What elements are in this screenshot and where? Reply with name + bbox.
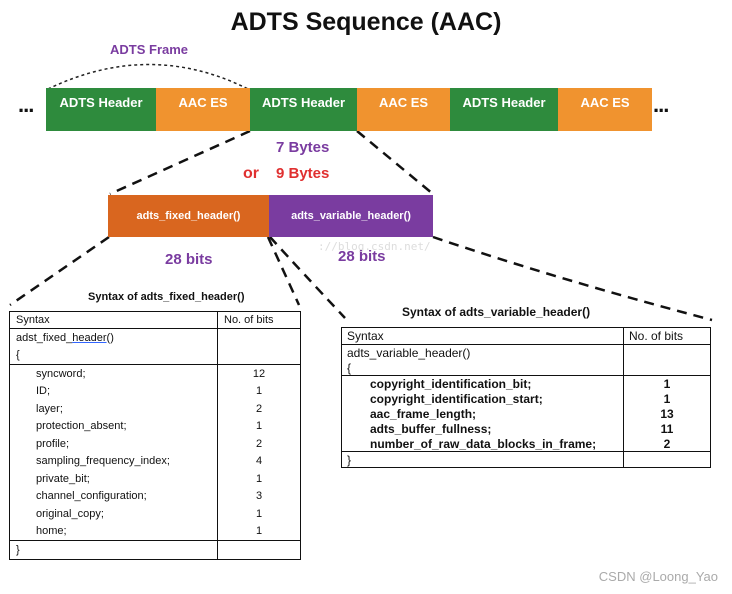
- field-bits: 2: [217, 400, 301, 418]
- table-row: protection_absent;1: [9, 417, 301, 435]
- table-row: {: [9, 346, 301, 365]
- field-bits: 12: [217, 364, 301, 383]
- field-bits: 1: [623, 375, 711, 391]
- close-brace: }: [341, 451, 624, 468]
- col-bits: No. of bits: [623, 327, 711, 345]
- diagram-title: ADTS Sequence (AAC): [230, 8, 502, 36]
- field-name: protection_absent;: [9, 417, 218, 435]
- field-name: aac_frame_length;: [341, 406, 624, 421]
- field-name: ID;: [9, 382, 218, 400]
- field-name: adts_buffer_fullness;: [341, 421, 624, 436]
- table-row: number_of_raw_data_blocks_in_frame;2: [341, 436, 711, 452]
- field-name: copyright_identification_bit;: [341, 375, 624, 391]
- ellipsis-right: ...: [653, 92, 669, 117]
- seq-adts-header: ADTS Header: [450, 88, 558, 131]
- seq-aac-es: AAC ES: [357, 88, 450, 131]
- table-row: aac_frame_length;13: [341, 406, 711, 421]
- csdn-credit: CSDN @Loong_Yao: [598, 569, 718, 584]
- table-row: copyright_identification_bit;1: [341, 375, 711, 391]
- variable-table-caption: Syntax of adts_variable_header(): [402, 305, 591, 319]
- field-bits: 2: [217, 435, 301, 453]
- fixed-line-left: [9, 235, 110, 307]
- table-row: }: [341, 451, 711, 468]
- field-name: private_bit;: [9, 470, 218, 488]
- table-row: home;1: [9, 522, 301, 541]
- field-name: number_of_raw_data_blocks_in_frame;: [341, 436, 624, 452]
- close-brace: }: [9, 540, 218, 560]
- field-bits: 3: [217, 487, 301, 505]
- field-bits: 11: [623, 421, 711, 436]
- open-brace: {: [341, 360, 624, 376]
- field-bits: 1: [217, 470, 301, 488]
- table-row: adts_variable_header(): [341, 344, 711, 360]
- variable-header-table: Syntax No. of bits adts_variable_header(…: [341, 327, 711, 468]
- size-7-bytes: 7 Bytes: [276, 139, 330, 156]
- table-row: }: [9, 540, 301, 560]
- function-link[interactable]: header: [72, 331, 107, 344]
- table-row: channel_configuration;3: [9, 487, 301, 505]
- field-bits: 2: [623, 436, 711, 452]
- table-row: {: [341, 360, 711, 376]
- fixed-line-right: [266, 236, 301, 306]
- col-syntax: Syntax: [9, 311, 218, 329]
- function-signature: adst_fixed_header(): [9, 328, 218, 347]
- fixed-table-caption: Syntax of adts_fixed_header(): [88, 291, 245, 303]
- field-name: home;: [9, 522, 218, 541]
- field-name: syncword;: [9, 364, 218, 383]
- field-bits: 4: [217, 452, 301, 470]
- seq-aac-es: AAC ES: [558, 88, 652, 131]
- fixed-header-box: adts_fixed_header(): [108, 195, 269, 237]
- col-bits: No. of bits: [217, 311, 301, 329]
- field-bits: 1: [217, 417, 301, 435]
- field-name: sampling_frequency_index;: [9, 452, 218, 470]
- table-row: adts_buffer_fullness;11: [341, 421, 711, 436]
- field-name: profile;: [9, 435, 218, 453]
- table-row: layer;2: [9, 400, 301, 418]
- fixed-header-table: Syntax No. of bits adst_fixed_header() {…: [9, 311, 301, 560]
- fixed-header-bits: 28 bits: [165, 251, 213, 268]
- table-row: sampling_frequency_index;4: [9, 452, 301, 470]
- table-row: private_bit;1: [9, 470, 301, 488]
- size-or: or: [243, 165, 259, 182]
- field-name: copyright_identification_start;: [341, 391, 624, 406]
- field-name: layer;: [9, 400, 218, 418]
- seq-adts-header: ADTS Header: [250, 88, 357, 131]
- table-row: adst_fixed_header(): [9, 328, 301, 347]
- field-bits: 13: [623, 406, 711, 421]
- table-row: original_copy;1: [9, 505, 301, 523]
- table-row: copyright_identification_start;1: [341, 391, 711, 406]
- seq-adts-header: ADTS Header: [46, 88, 156, 131]
- ellipsis-left: ...: [18, 92, 34, 117]
- function-signature: adts_variable_header(): [341, 344, 624, 360]
- size-9-bytes: 9 Bytes: [276, 165, 330, 182]
- expand-line-right: [356, 130, 434, 195]
- table-row: ID;1: [9, 382, 301, 400]
- table-row: syncword;12: [9, 364, 301, 383]
- adts-frame-label: ADTS Frame: [110, 42, 189, 57]
- field-bits: 1: [217, 522, 301, 541]
- field-name: original_copy;: [9, 505, 218, 523]
- table-row: profile;2: [9, 435, 301, 453]
- frame-arc: [47, 63, 249, 90]
- variable-header-box: adts_variable_header(): [269, 195, 433, 237]
- open-brace: {: [9, 346, 218, 365]
- seq-aac-es: AAC ES: [156, 88, 250, 131]
- watermark: ://blog.csdn.net/: [318, 240, 431, 253]
- field-bits: 1: [217, 505, 301, 523]
- expand-line-left: [109, 129, 251, 196]
- field-bits: 1: [623, 391, 711, 406]
- variable-line-right: [432, 235, 713, 322]
- field-bits: 1: [217, 382, 301, 400]
- field-name: channel_configuration;: [9, 487, 218, 505]
- col-syntax: Syntax: [341, 327, 624, 345]
- variable-header-bits: 28 bits: [338, 248, 386, 265]
